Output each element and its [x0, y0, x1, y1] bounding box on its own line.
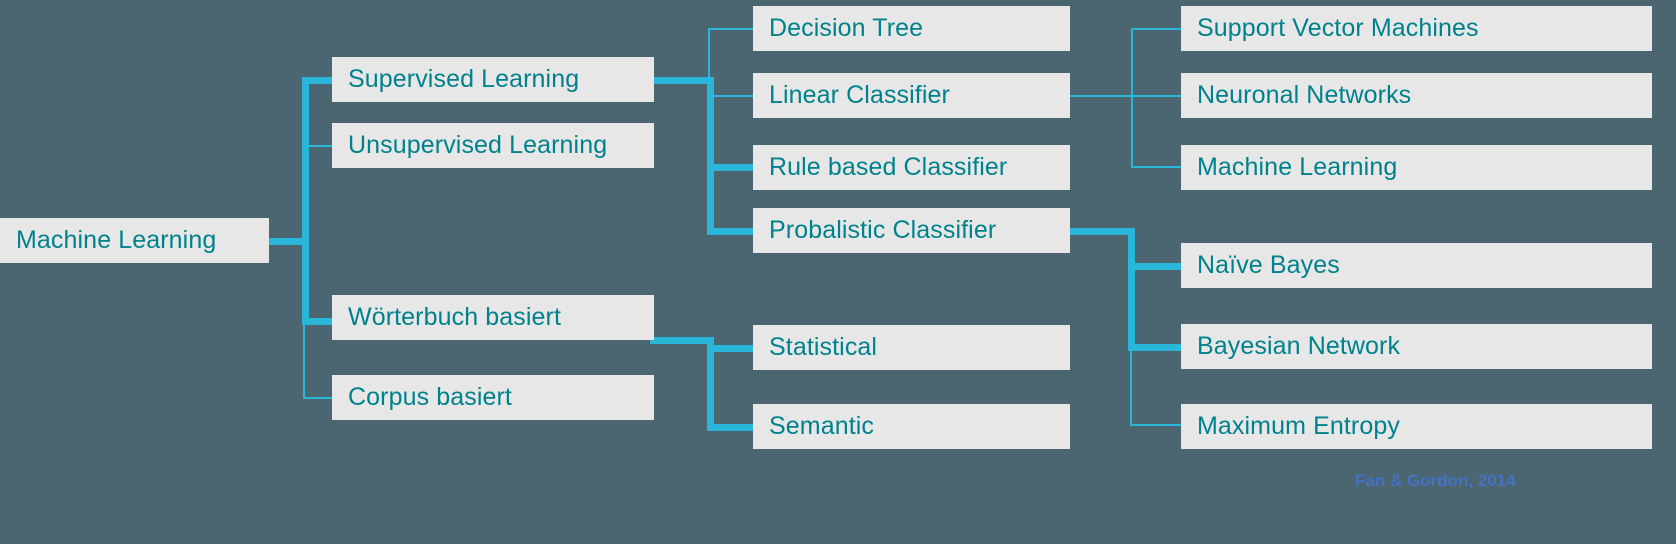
- node-maximum-entropy[interactable]: Maximum Entropy: [1181, 404, 1652, 449]
- node-semantic[interactable]: Semantic: [753, 404, 1070, 449]
- connector-maxent-riser: [1130, 348, 1132, 426]
- node-support-vector-machines[interactable]: Support Vector Machines: [1181, 6, 1652, 51]
- connector-to-supervised: [302, 77, 340, 84]
- node-statistical[interactable]: Statistical: [753, 325, 1070, 370]
- connector-to-bayesian-network: [1128, 344, 1185, 351]
- connector-to-decision-tree: [708, 28, 758, 30]
- node-neuronal-networks[interactable]: Neuronal Networks: [1181, 73, 1652, 118]
- connector-woerterbuch-trunk: [707, 337, 714, 431]
- node-label: Probalistic Classifier: [769, 216, 997, 244]
- node-woerterbuch-basiert[interactable]: Wörterbuch basiert: [332, 295, 654, 340]
- connector-supervised-trunk: [707, 77, 714, 235]
- node-supervised-learning[interactable]: Supervised Learning: [332, 57, 654, 102]
- connector-decision-tree-riser: [708, 28, 710, 80]
- connector-trunk-lower-thin: [303, 322, 305, 398]
- connector-root-stub: [269, 238, 309, 245]
- connector-to-naive-bayes: [1128, 263, 1185, 270]
- connector-linear-right-trunk: [1131, 28, 1133, 168]
- node-label: Supervised Learning: [348, 65, 580, 93]
- connector-to-linear-classifier: [708, 95, 758, 97]
- connector-to-svm: [1131, 28, 1185, 30]
- node-label: Support Vector Machines: [1197, 14, 1479, 42]
- node-machine-learning-root[interactable]: Machine Learning: [0, 218, 269, 263]
- connector-to-woerterbuch: [302, 318, 340, 325]
- connector-to-machine-learning-leaf: [1131, 166, 1185, 168]
- node-label: Naïve Bayes: [1197, 251, 1340, 279]
- node-label: Unsupervised Learning: [348, 131, 608, 159]
- node-label: Rule based Classifier: [769, 153, 1008, 181]
- node-label: Linear Classifier: [769, 81, 950, 109]
- node-linear-classifier[interactable]: Linear Classifier: [753, 73, 1070, 118]
- node-label: Corpus basiert: [348, 383, 512, 411]
- node-label: Decision Tree: [769, 14, 924, 42]
- connector-linear-stub: [1070, 95, 1185, 97]
- connector-to-semantic: [707, 424, 758, 431]
- node-label: Statistical: [769, 333, 878, 361]
- node-decision-tree[interactable]: Decision Tree: [753, 6, 1070, 51]
- connector-to-maximum-entropy: [1130, 424, 1185, 426]
- node-label: Maximum Entropy: [1197, 412, 1400, 440]
- node-label: Neuronal Networks: [1197, 81, 1412, 109]
- node-machine-learning-leaf[interactable]: Machine Learning: [1181, 145, 1652, 190]
- connector-to-statistical: [707, 345, 758, 352]
- node-label: Semantic: [769, 412, 875, 440]
- node-label: Bayesian Network: [1197, 332, 1401, 360]
- connector-to-rule-based: [707, 164, 758, 171]
- node-label: Machine Learning: [1197, 153, 1398, 181]
- node-rule-based-classifier[interactable]: Rule based Classifier: [753, 145, 1070, 190]
- node-label: Wörterbuch basiert: [348, 303, 561, 331]
- node-bayesian-network[interactable]: Bayesian Network: [1181, 324, 1652, 369]
- node-naive-bayes[interactable]: Naïve Bayes: [1181, 243, 1652, 288]
- node-corpus-basiert[interactable]: Corpus basiert: [332, 375, 654, 420]
- connector-probalistic-stub: [1070, 228, 1135, 235]
- connector-to-probalistic: [707, 228, 758, 235]
- node-label: Machine Learning: [16, 226, 217, 254]
- connector-main-trunk: [302, 77, 309, 325]
- connector-to-unsupervised: [302, 145, 340, 147]
- attribution-credit: Fan & Gordon, 2014: [1355, 471, 1516, 490]
- node-unsupervised-learning[interactable]: Unsupervised Learning: [332, 123, 654, 168]
- connector-probalistic-right-trunk: [1128, 228, 1135, 348]
- node-probalistic-classifier[interactable]: Probalistic Classifier: [753, 208, 1070, 253]
- connector-supervised-stub: [650, 77, 714, 84]
- connector-to-corpus: [303, 397, 340, 399]
- connector-woerterbuch-stub: [650, 337, 714, 344]
